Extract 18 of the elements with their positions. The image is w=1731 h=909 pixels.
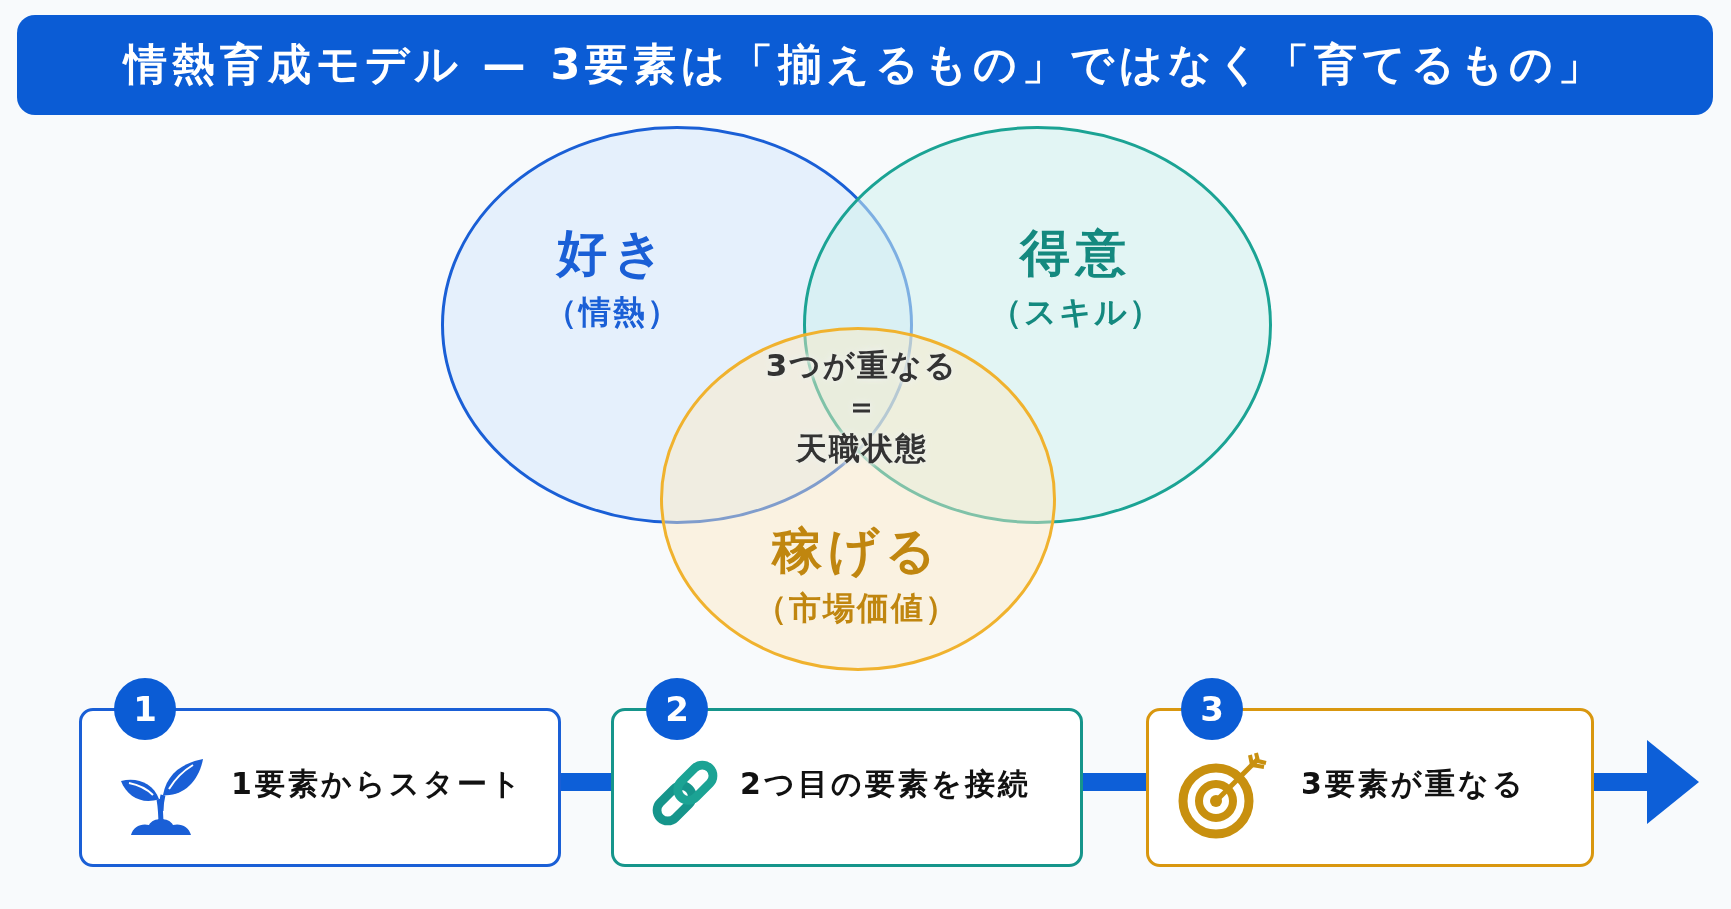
arrow xyxy=(1594,740,1699,824)
circle-subtitle: （スキル） xyxy=(989,293,1163,331)
step-number-badge: 1 xyxy=(114,678,176,740)
step-label: 2つ目の要素を接続 xyxy=(740,766,1031,802)
circle-subtitle: （市場価値） xyxy=(755,589,959,627)
venn-circle xyxy=(660,327,1056,671)
step-label: 3要素が重なる xyxy=(1301,766,1526,802)
connector-line xyxy=(1083,773,1146,791)
title-bar: 情熱育成モデル — 3要素は「揃えるもの」ではなく「育てるもの」 xyxy=(17,15,1713,115)
step-number-badge: 3 xyxy=(1181,678,1243,740)
step-label: 1要素からスタート xyxy=(231,766,524,802)
connector-line xyxy=(561,773,611,791)
circle-subtitle: （情熱） xyxy=(545,293,681,331)
circle-title: 得意 xyxy=(1020,225,1132,283)
circle-title: 好き xyxy=(556,225,670,283)
step-number-badge: 2 xyxy=(646,678,708,740)
circle-title: 稼げる xyxy=(772,523,942,581)
overlap-label: ＝ xyxy=(845,389,879,425)
